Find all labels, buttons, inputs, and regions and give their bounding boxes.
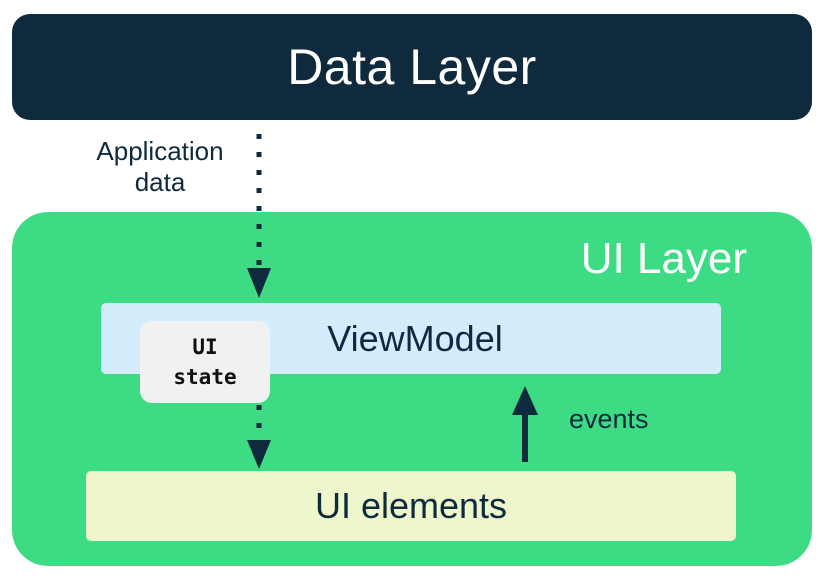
data-layer-title: Data Layer	[287, 39, 537, 95]
ui-layer-box: UI Layer ViewModel UI elements UI state …	[12, 212, 812, 566]
viewmodel-label: ViewModel	[327, 317, 503, 359]
events-label: events	[569, 404, 649, 434]
ui-elements-box: UI elements	[86, 471, 736, 541]
data-layer-box: Data Layer	[12, 14, 812, 120]
application-data-label: Application data	[96, 136, 224, 197]
ui-layer-title: UI Layer	[580, 234, 747, 283]
ui-elements-label: UI elements	[314, 485, 508, 526]
ui-state-card: UI state	[140, 321, 270, 403]
ui-state-label: UI state	[173, 335, 237, 389]
